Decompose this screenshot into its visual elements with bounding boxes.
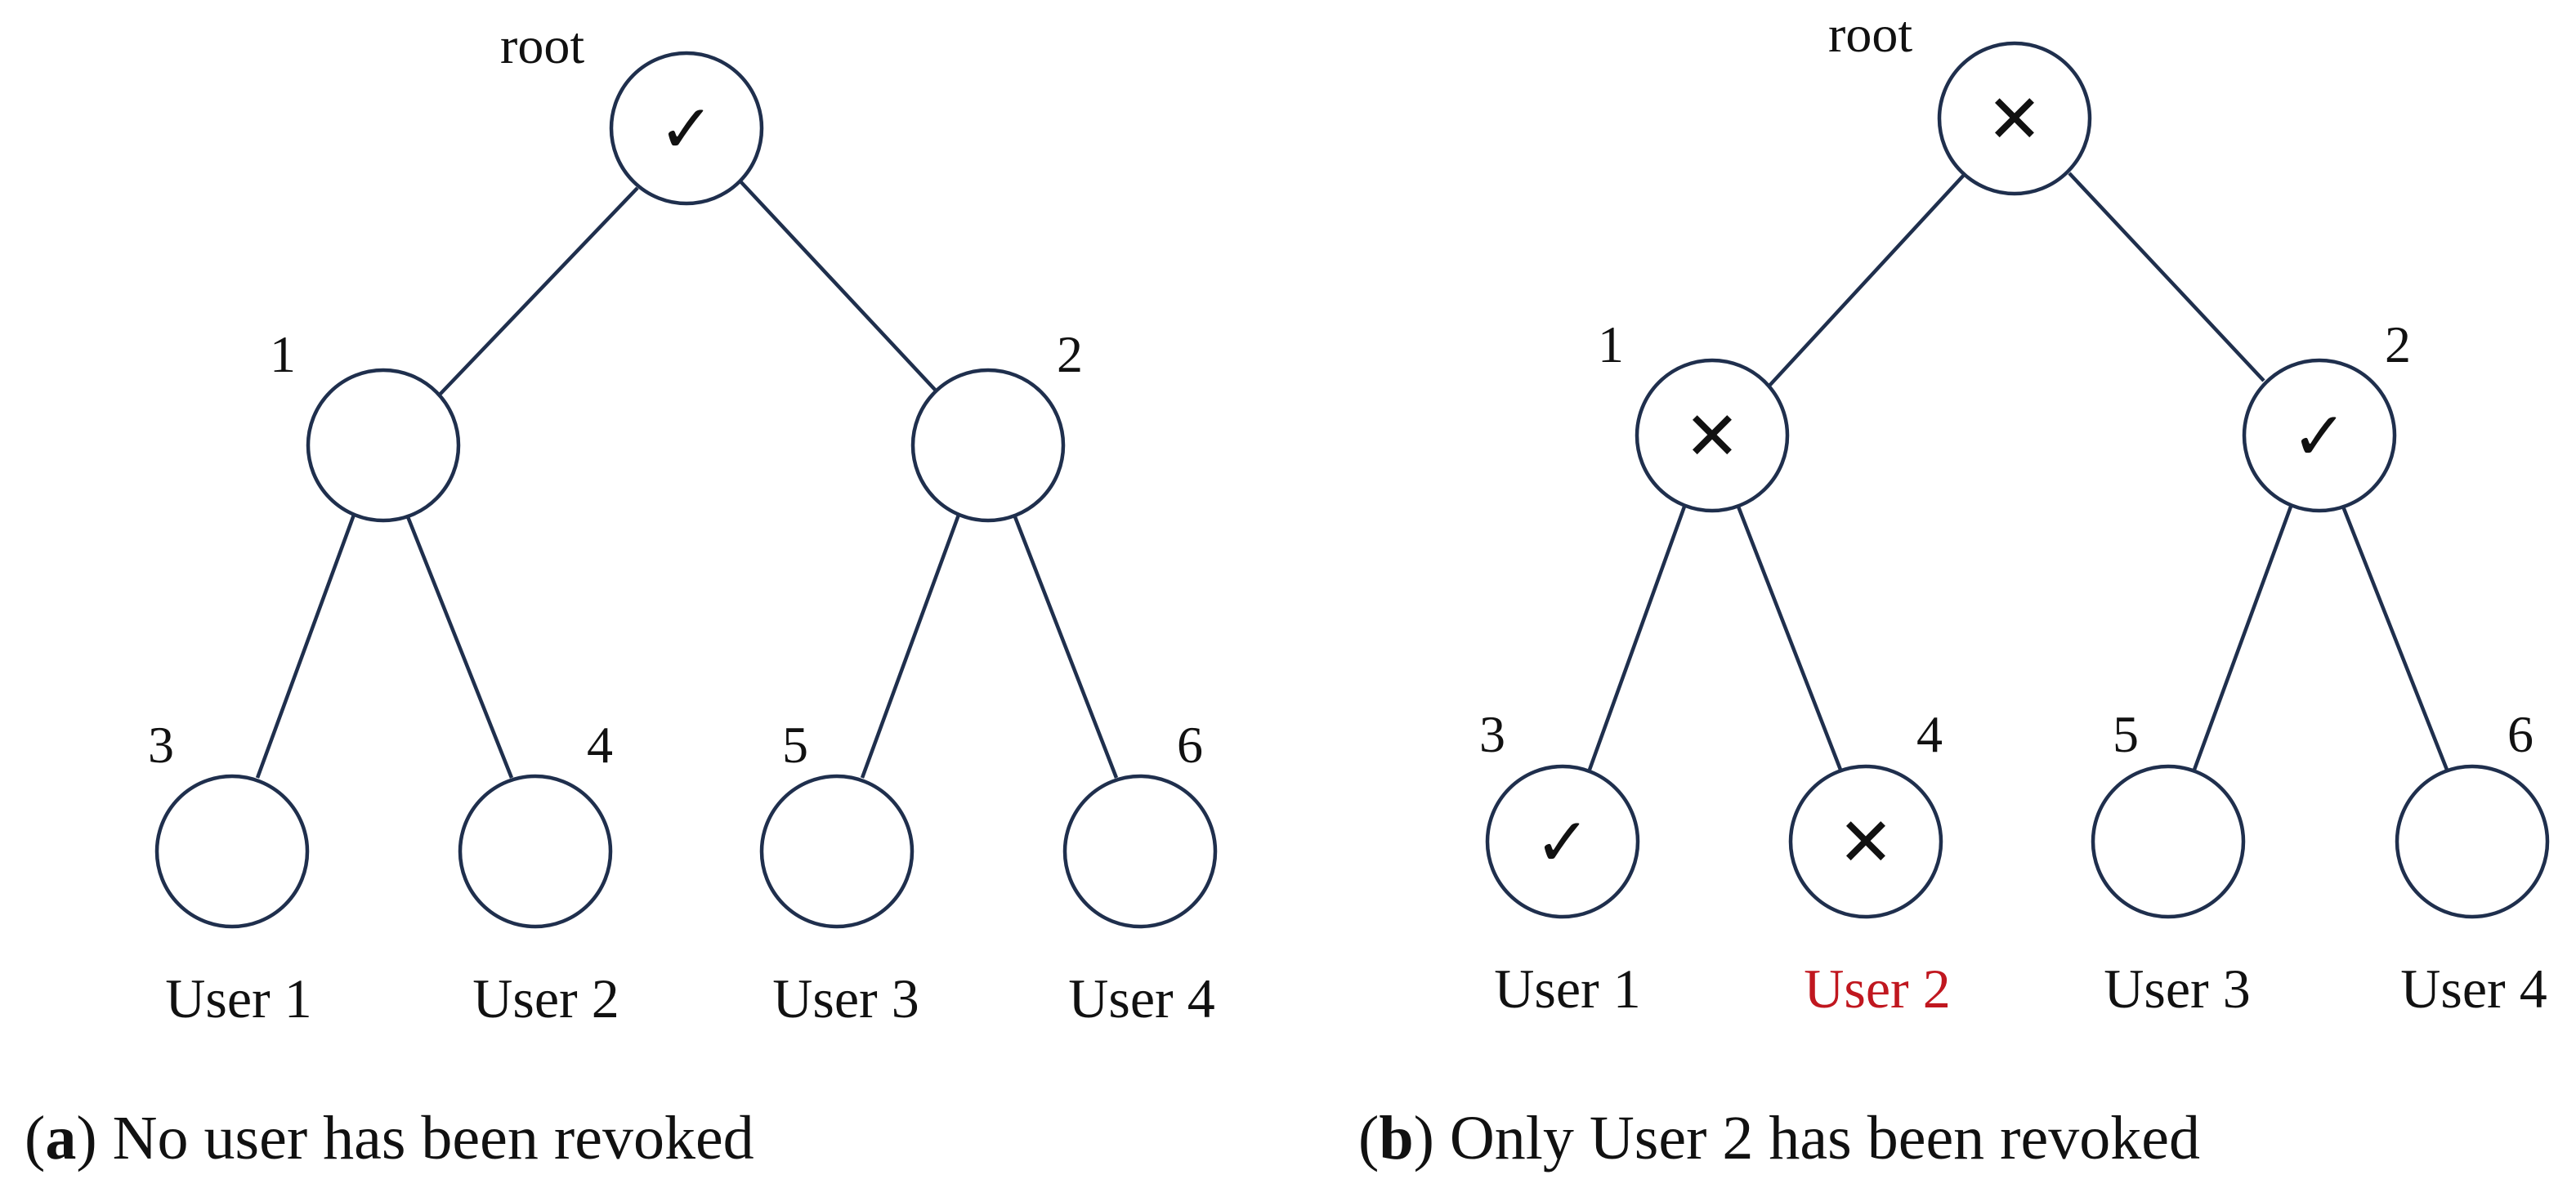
tree-b: ✕ root ✕ 1 ✓ 2 ✓ 3 ✕ 4 5 6 xyxy=(1358,5,2550,1172)
node-5: 5 xyxy=(759,716,915,929)
node-circle xyxy=(2091,764,2246,919)
node-3: 3 xyxy=(148,716,310,929)
node-2: ✓ 2 xyxy=(2242,315,2411,513)
node-label-6: 6 xyxy=(1177,716,1203,774)
edge-1-3 xyxy=(255,514,356,779)
check-icon: ✓ xyxy=(659,91,715,168)
caption-b: (b) Only User 2 has been revoked xyxy=(1358,1104,2200,1172)
node-3: ✓ 3 xyxy=(1479,705,1640,919)
node-circle xyxy=(1788,764,1943,919)
user-label-3: User 3 xyxy=(2104,958,2250,1020)
edge-2-5 xyxy=(860,514,961,779)
edge-1-3 xyxy=(1587,506,1687,770)
check-icon: ✓ xyxy=(1535,804,1591,882)
node-5: 5 xyxy=(2091,705,2246,919)
cross-icon: ✕ xyxy=(1838,804,1894,882)
node-1: ✕ 1 xyxy=(1598,315,1790,513)
node-circle xyxy=(1485,764,1640,919)
node-label-1: 1 xyxy=(1598,315,1624,373)
node-circle xyxy=(306,368,461,523)
node-circle xyxy=(154,774,310,929)
user-label-3: User 3 xyxy=(772,967,919,1030)
edge-2-6 xyxy=(2341,506,2449,770)
user-label-1: User 1 xyxy=(1494,958,1640,1020)
user-label-4: User 4 xyxy=(1068,967,1214,1030)
node-root: ✓ root xyxy=(500,16,764,206)
node-circle xyxy=(2395,764,2550,919)
user-label-4: User 4 xyxy=(2400,958,2547,1020)
node-label-6: 6 xyxy=(2507,705,2534,763)
cross-icon: ✕ xyxy=(1987,81,2043,159)
node-4: 4 xyxy=(458,716,613,929)
node-circle xyxy=(2242,358,2397,513)
user-label-2-revoked: User 2 xyxy=(1804,958,1950,1020)
edge-1-4 xyxy=(1736,506,1843,770)
node-6: 6 xyxy=(1062,716,1218,929)
node-root: ✕ root xyxy=(1828,5,2092,196)
node-4: ✕ 4 xyxy=(1788,705,1943,919)
user-label-1: User 1 xyxy=(165,967,311,1030)
node-label-3: 3 xyxy=(1479,705,1505,763)
tree-a: ✓ root 1 2 3 4 5 6 User 1 User 2 xyxy=(25,16,1218,1172)
node-circle xyxy=(759,774,915,929)
check-icon: ✓ xyxy=(2292,398,2348,476)
node-circle xyxy=(1635,358,1790,513)
node-label-2: 2 xyxy=(2385,315,2411,373)
node-circle xyxy=(910,368,1066,523)
edge-root-2 xyxy=(739,180,937,392)
node-1: 1 xyxy=(270,325,461,523)
node-6: 6 xyxy=(2395,705,2550,919)
edge-2-6 xyxy=(1012,514,1119,779)
node-label-4: 4 xyxy=(1916,705,1943,763)
node-label-4: 4 xyxy=(587,716,613,774)
edge-2-5 xyxy=(2192,506,2293,770)
node-label-3: 3 xyxy=(148,716,174,774)
edge-root-2 xyxy=(2068,172,2265,382)
node-circle xyxy=(458,774,613,929)
node-circle xyxy=(609,51,764,206)
node-circle xyxy=(1937,41,2092,196)
caption-a: (a) No user has been revoked xyxy=(25,1104,754,1172)
caption-text: Only User 2 has been revoked xyxy=(1450,1104,2200,1172)
edge-1-4 xyxy=(405,514,514,779)
node-label-5: 5 xyxy=(2113,705,2139,763)
node-label-2: 2 xyxy=(1057,325,1083,383)
node-label-1: 1 xyxy=(270,325,296,383)
node-label-root: root xyxy=(500,16,584,74)
node-label-root: root xyxy=(1828,5,1912,63)
edge-root-1 xyxy=(1768,172,1967,387)
caption-letter: b xyxy=(1379,1104,1413,1172)
node-circle xyxy=(1062,774,1218,929)
caption-text: No user has been revoked xyxy=(113,1104,754,1172)
user-label-2: User 2 xyxy=(472,967,619,1030)
cross-icon: ✕ xyxy=(1684,398,1741,476)
edge-root-1 xyxy=(436,186,639,398)
node-2: 2 xyxy=(910,325,1083,523)
caption-letter: a xyxy=(45,1104,76,1172)
node-label-5: 5 xyxy=(782,716,808,774)
